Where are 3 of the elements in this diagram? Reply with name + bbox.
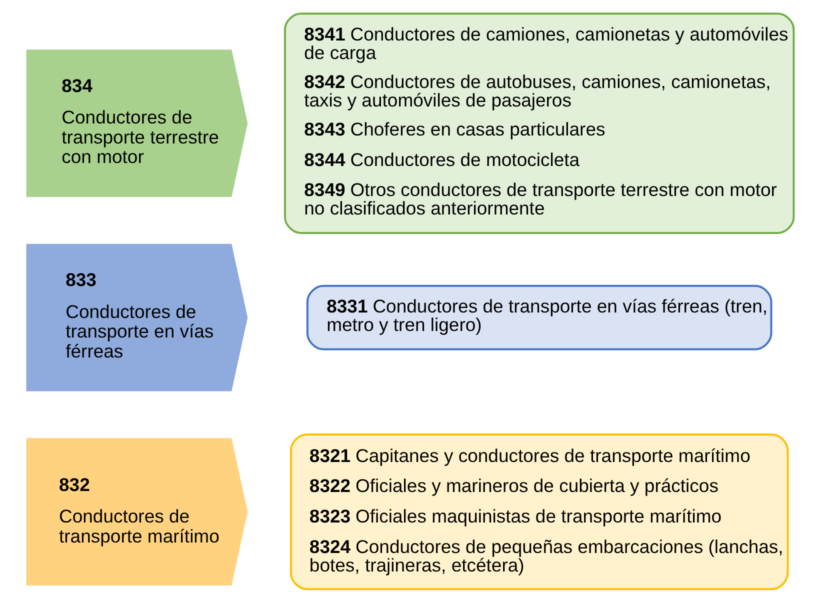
node-box: 8321 Capitanes y conductores de transporte marítimo 8322 Oficiales y marineros de cubierta y prácticos 8323 Oficiales maquinistas de transporte marítimo 8324 Conductores de pequeñas embarcaciones (lanchas, botes, trajineras, etcétera) [289, 434, 788, 590]
node-box: 8331 Conductores de transporte en vías férreas (tren, metro y tren ligero) [306, 284, 772, 350]
node-box: 8341 Conductores de camiones, camionetas y automóviles de carga 8342 Conductores de autobuses, camiones, camionetas, taxis y automóviles de pasajeros 8343 Choferes en casas particulares 8344 Conductores de motocicleta 8349 Otros conductores de transporte terrestre con motor no clasificados anteriormente [283, 12, 794, 234]
